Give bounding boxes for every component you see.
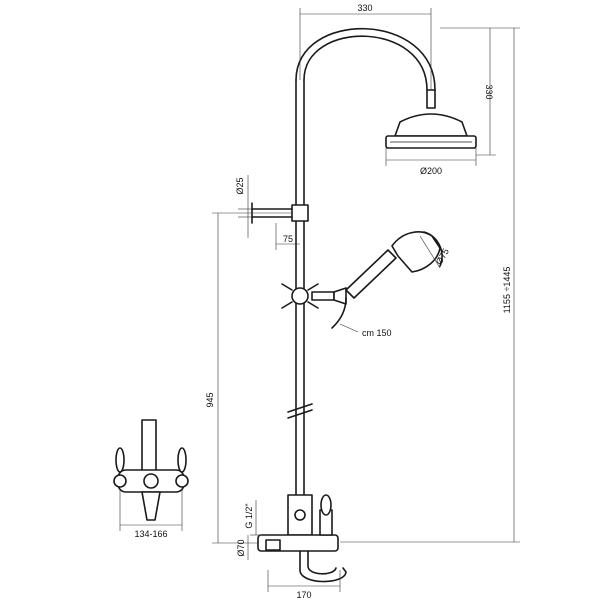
arm-width-label: 330 [357, 3, 372, 13]
arm-height-label: 330 [484, 84, 494, 99]
slide-holder [281, 283, 347, 309]
head-diameter-label: Ø200 [420, 166, 442, 176]
shower-head [385, 113, 477, 149]
dimension-lines [119, 8, 520, 592]
mixer-height-label: 945 [205, 392, 215, 407]
total-height-label: 1155 ÷1445 [502, 267, 512, 314]
thread-label: G 1/2" [244, 503, 254, 528]
hose-length-label: cm 150 [362, 328, 392, 338]
gooseneck-arm [295, 27, 436, 109]
front-view-mixer [113, 419, 189, 521]
wall-offset-label: 75 [283, 234, 293, 244]
spout-diameter-label: Ø70 [236, 539, 246, 556]
centers-label: 134-166 [134, 529, 167, 539]
spout-length-label: 170 [296, 590, 311, 600]
bar-diameter-label: Ø25 [235, 177, 245, 194]
hand-shower [331, 231, 443, 329]
bath-mixer [257, 494, 347, 583]
